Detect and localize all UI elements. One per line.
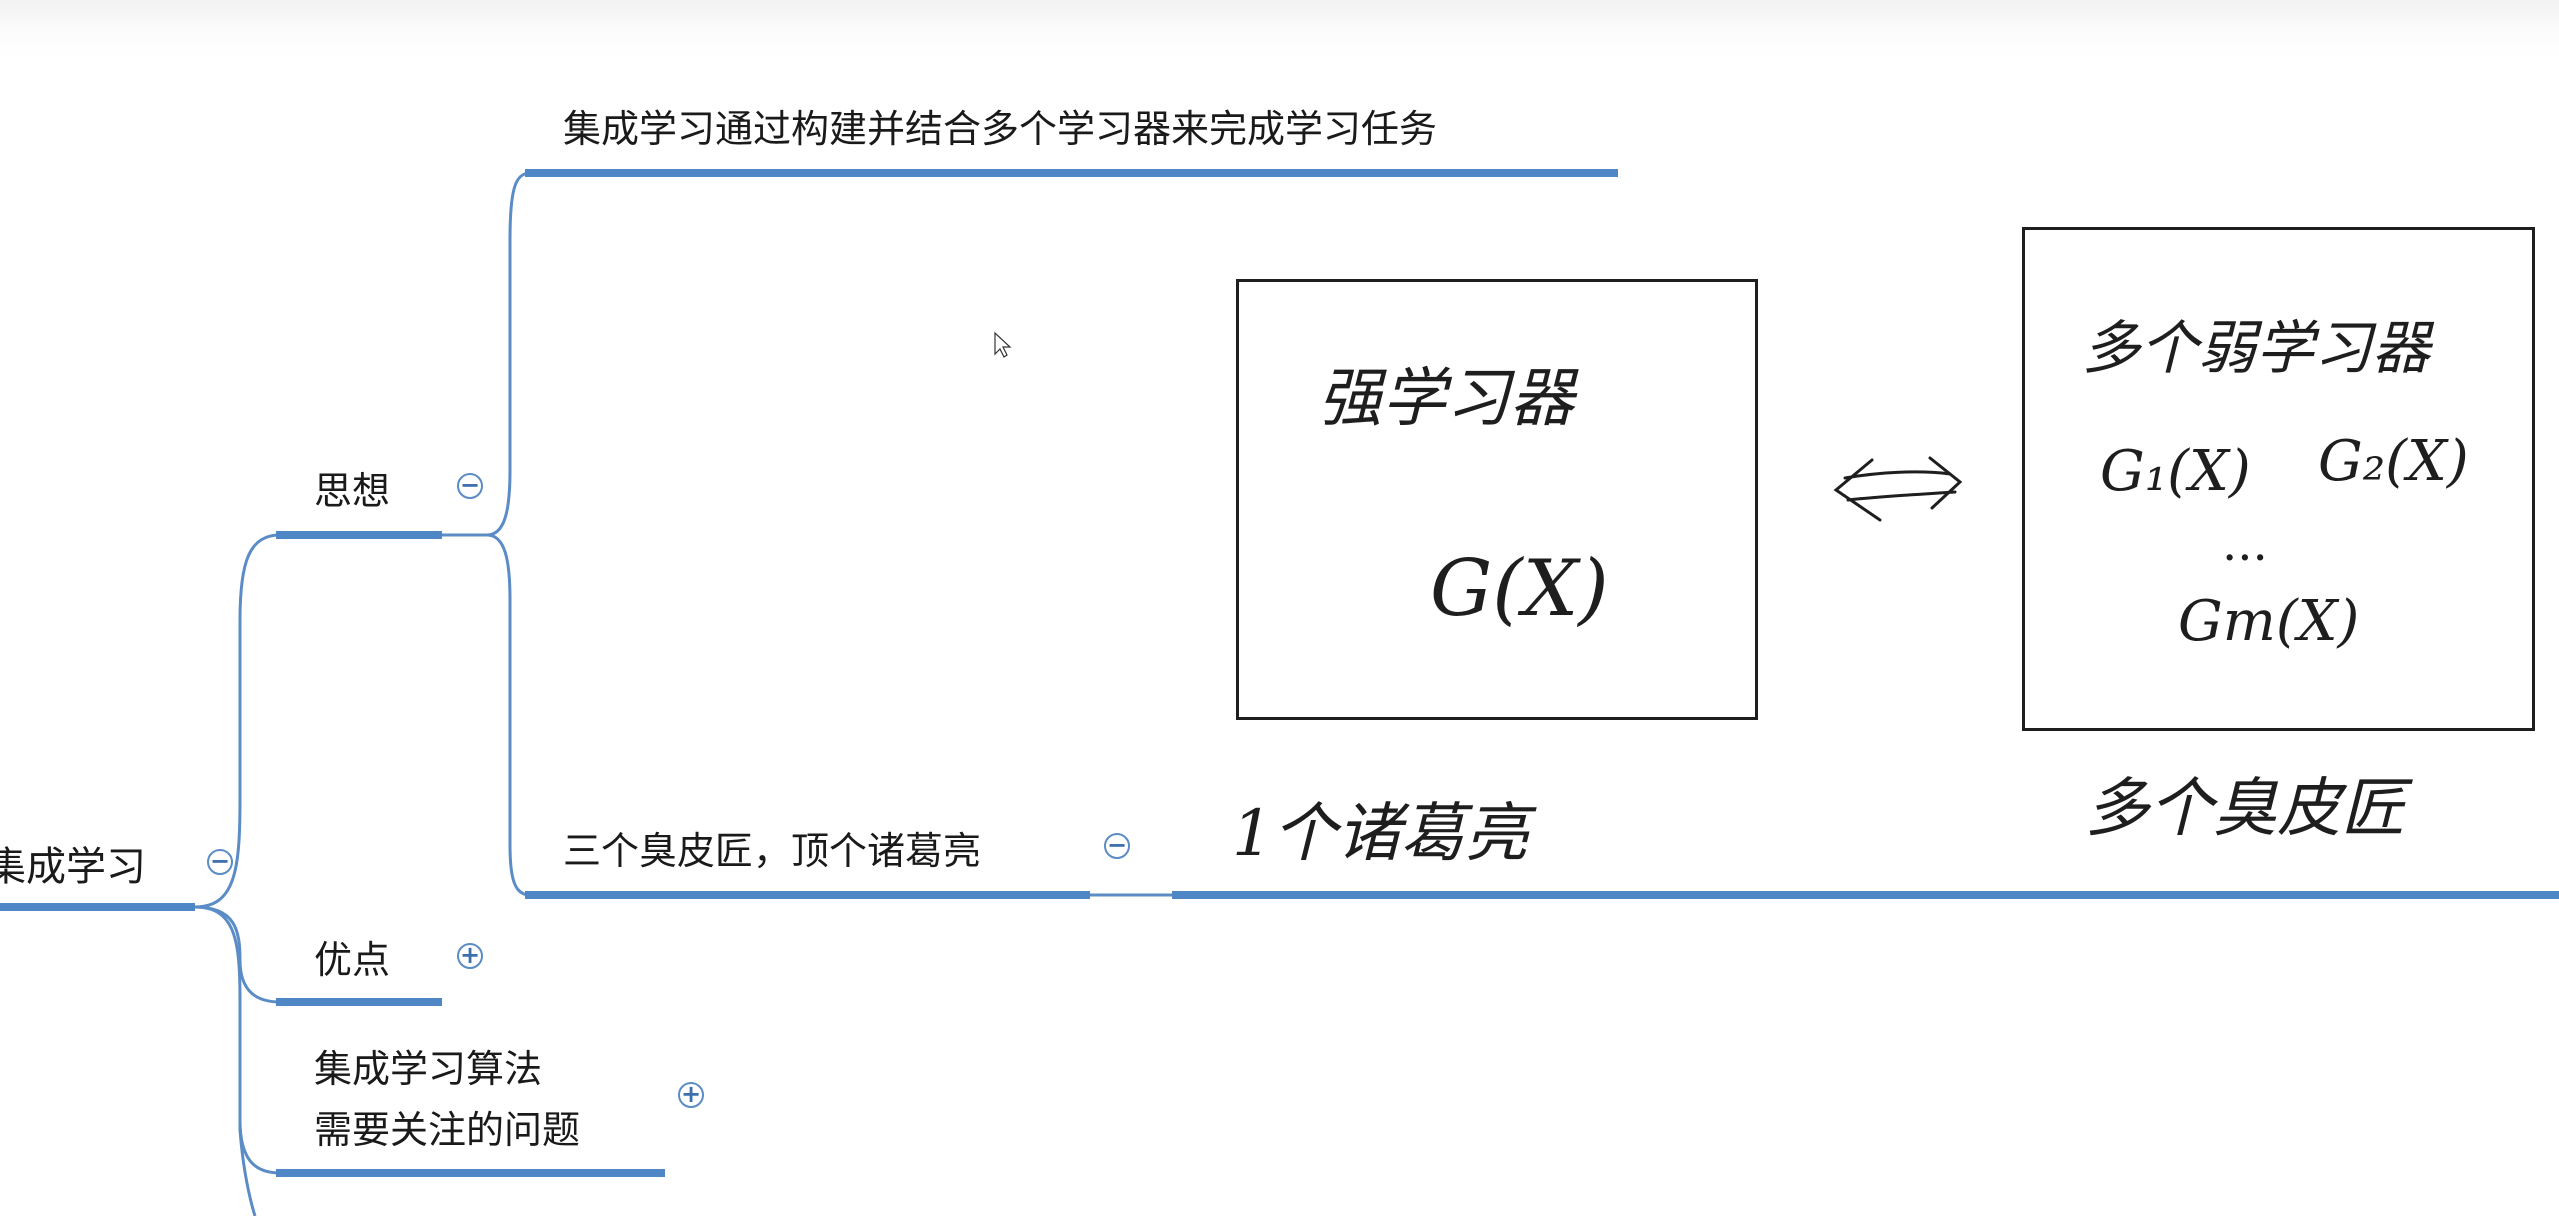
branch-label-sixiang[interactable]: 思想 <box>314 469 391 513</box>
root-branch-connector <box>194 533 281 909</box>
idea-connector-top <box>486 171 531 537</box>
weak-learner-gm: Gm(X) <box>2178 589 2359 654</box>
strong-learner-formula: G(X) <box>1430 544 1609 634</box>
root-branch-connector-algo <box>194 905 281 1175</box>
double-arrow-icon <box>1833 456 1963 522</box>
weak-learner-g1: G₁(X) <box>2100 439 2251 504</box>
branch-label-algo-line2[interactable]: 需要关注的问题 <box>314 1108 581 1152</box>
root-node-label[interactable]: 集成学习 <box>0 844 146 890</box>
branch-youdian-expand-toggle[interactable]: + <box>457 943 483 969</box>
weak-learner-dots: ... <box>2222 516 2268 572</box>
branch-algo-expand-toggle[interactable]: + <box>678 1082 704 1108</box>
idea-child-label-2[interactable]: 三个臭皮匠，顶个诸葛亮 <box>563 829 982 873</box>
root-branch-connector-down <box>238 1000 257 1216</box>
weak-learner-g2: G₂(X) <box>2318 429 2469 494</box>
idea-connector-bottom <box>486 533 531 897</box>
branch-sixiang-collapse-toggle[interactable]: − <box>457 473 483 499</box>
root-collapse-toggle[interactable]: − <box>207 849 233 875</box>
cursor-icon <box>994 331 1012 358</box>
strong-learner-box <box>1236 279 1758 720</box>
weak-learner-caption: 多个臭皮匠 <box>2085 772 2413 846</box>
weak-learner-title: 多个弱学习器 <box>2082 314 2435 382</box>
branch-label-youdian[interactable]: 优点 <box>314 938 391 982</box>
idea-child-label-1[interactable]: 集成学习通过构建并结合多个学习器来完成学习任务 <box>563 107 1438 151</box>
idea-child-2-collapse-toggle[interactable]: − <box>1104 833 1130 859</box>
root-branch-connector-youdian <box>194 905 281 1004</box>
strong-learner-caption: 1个诸葛亮 <box>1232 797 1537 871</box>
branch-label-algo-line1[interactable]: 集成学习算法 <box>314 1047 543 1091</box>
weak-learners-box <box>2022 227 2535 731</box>
strong-learner-title: 强学习器 <box>1318 362 1579 436</box>
